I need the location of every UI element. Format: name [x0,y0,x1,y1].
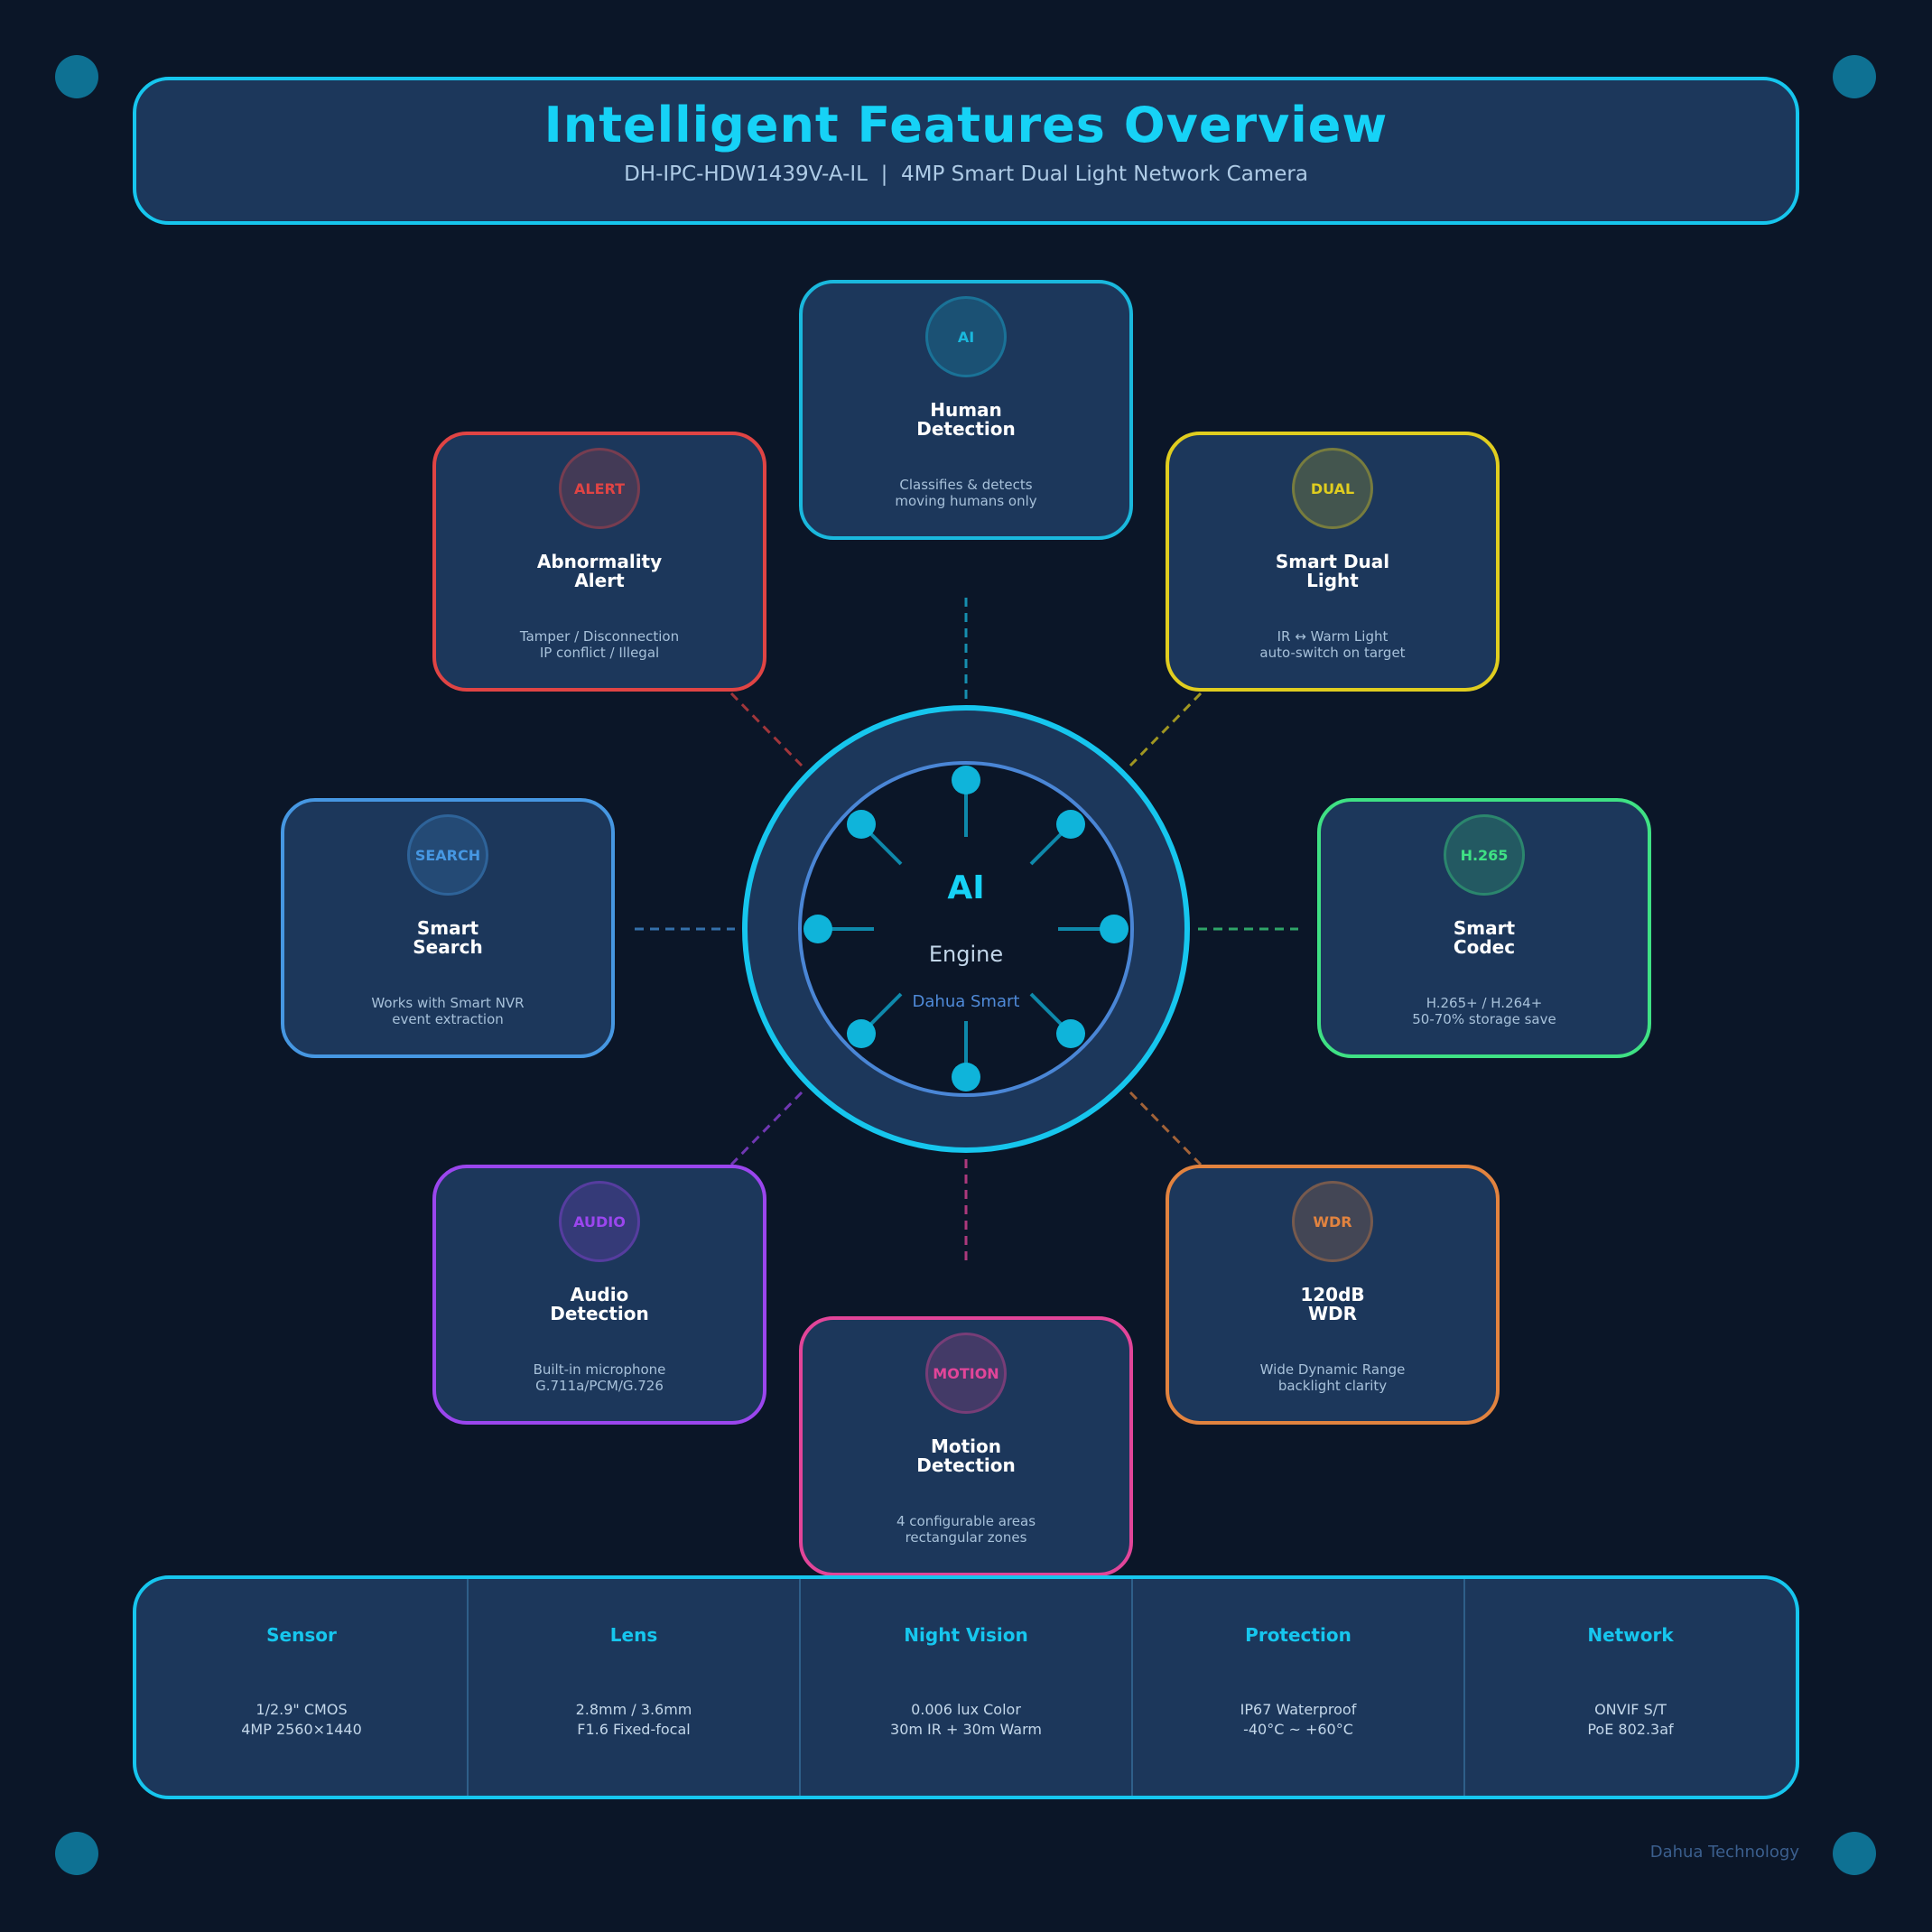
spec-value: -40°C ~ +60°C [1243,1721,1353,1738]
corner-dot-bottom-right [1833,1832,1876,1875]
spec-value: PoE 802.3af [1587,1721,1674,1738]
header-banner: Intelligent Features Overview DH-IPC-HDW… [133,77,1799,225]
spec-value: ONVIF S/T [1594,1701,1667,1718]
spec-label: Network [1587,1624,1674,1646]
wdr-badge-icon: WDR [1292,1181,1373,1262]
spec-label: Protection [1245,1624,1351,1646]
hub-node [847,810,876,839]
hub-node [1056,810,1085,839]
connector-audio-detection [729,1091,803,1166]
corner-dot-bottom-left [55,1832,98,1875]
ai-badge-icon: AI [925,296,1007,377]
connector-abnormality-alert [729,692,803,767]
dual-badge-icon: DUAL [1292,448,1373,529]
corner-dot-top-left [55,55,98,98]
alert-badge-icon: ALERT [559,448,640,529]
spec-sensor: Sensor 1/2.9" CMOS 4MP 2560×1440 [136,1579,467,1796]
hub-node [803,915,832,943]
audio-badge-icon: AUDIO [559,1181,640,1262]
spec-label: Lens [609,1624,658,1646]
spec-protection: Protection IP67 Waterproof -40°C ~ +60°C [1131,1579,1463,1796]
spec-network: Network ONVIF S/T PoE 802.3af [1463,1579,1796,1796]
hub-nodes [803,766,1129,1091]
spec-value: 4MP 2560×1440 [241,1721,362,1738]
spec-night-vision: Night Vision 0.006 lux Color 30m IR + 30m… [799,1579,1131,1796]
hub-title: AI [947,869,985,906]
hub-node [952,1063,980,1091]
spec-value: 1/2.9" CMOS [255,1701,348,1718]
spec-value: 2.8mm / 3.6mm [575,1701,692,1718]
spec-bar: Sensor 1/2.9" CMOS 4MP 2560×1440 Lens 2.8… [133,1575,1799,1799]
hub-subtitle: Engine [928,942,1004,967]
hub-node [1056,1019,1085,1048]
hub-node [847,1019,876,1048]
hub-node [952,766,980,794]
spec-label: Night Vision [904,1624,1028,1646]
page-title: Intelligent Features Overview [543,97,1389,153]
spec-label: Sensor [266,1624,337,1646]
connector-smart-dual-light [1129,692,1203,767]
search-badge-icon: SEARCH [407,814,488,896]
spec-value: IP67 Waterproof [1240,1701,1357,1718]
hub-node [1100,915,1129,943]
corner-dot-top-right [1833,55,1876,98]
motion-badge-icon: MOTION [925,1333,1007,1414]
page-subtitle: DH-IPC-HDW1439V-A-IL | 4MP Smart Dual Li… [624,162,1308,186]
spec-value: 30m IR + 30m Warm [890,1721,1042,1738]
feature-description: H.265+ / H.264+50-70% storage save [1412,995,1556,1027]
connector-wdr [1129,1091,1203,1166]
spec-value: 0.006 lux Color [911,1701,1021,1718]
codec-badge-icon: H.265 [1444,814,1525,896]
spec-value: F1.6 Fixed-focal [577,1721,691,1738]
credit-text: Dahua Technology [1649,1843,1799,1862]
hub-caption: Dahua Smart [912,992,1020,1011]
